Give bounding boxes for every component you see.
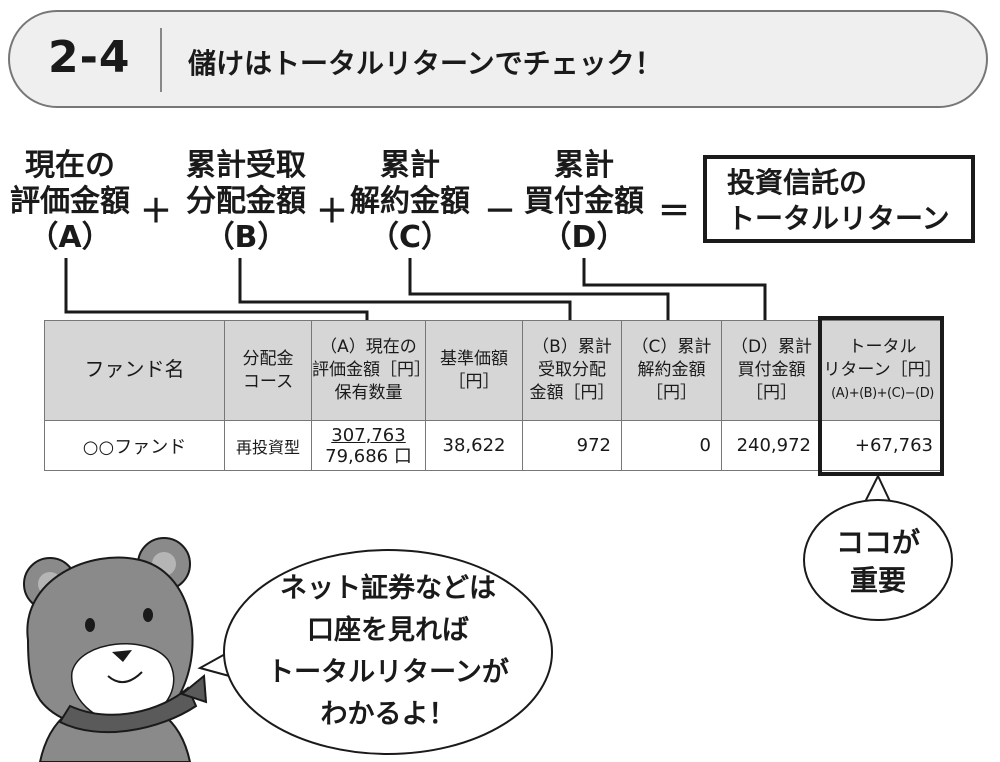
cell-total-return: +67,763: [821, 420, 944, 471]
term-b-line2: 分配金額: [186, 184, 306, 219]
result-line1: 投資信託の: [727, 166, 868, 199]
term-b: 累計受取 分配金額 （B）: [176, 148, 316, 256]
operator-plus-1: ＋: [140, 192, 173, 230]
connector-c: [408, 258, 670, 332]
section-header: 2-4 儲けはトータルリターンでチェック！: [8, 10, 988, 108]
header-cum-redemptions: （C）累計解約金額［円］: [621, 320, 722, 421]
header-base-price: 基準価額［円］: [425, 320, 523, 421]
operator-equals: ＝: [658, 192, 691, 230]
header-total-return: トータルリターン［円］ (A)+(B)+(C)−(D): [821, 320, 944, 421]
total-return-highlight: [818, 316, 944, 476]
connector-b: [238, 258, 572, 332]
term-d-line1: 累計: [554, 148, 614, 183]
callout-text: ココが 重要: [806, 524, 950, 600]
callout-line1: ココが: [835, 526, 920, 559]
section-number: 2-4: [48, 32, 131, 83]
cell-cum-redemptions: 0: [621, 420, 722, 471]
term-b-line1: 累計受取: [186, 148, 306, 183]
term-c-line1: 累計: [380, 148, 440, 183]
term-d-line2: 買付金額: [524, 184, 644, 219]
term-c-letter: （C）: [368, 220, 452, 255]
section-title: 儲けはトータルリターンでチェック！: [188, 47, 663, 80]
header-cum-dividends: （B）累計受取分配金額［円］: [522, 320, 622, 421]
cell-cum-dividends: 972: [522, 420, 622, 471]
term-c-line2: 解約金額: [350, 184, 470, 219]
header-course: 分配金コース: [224, 320, 312, 421]
table-row: ○○ファンド 再投資型 307,763 79,686 口 38,622 972 …: [44, 420, 944, 471]
speech-line4: わかるよ！: [320, 699, 456, 730]
cell-fund-name: ○○ファンド: [44, 420, 225, 471]
operator-plus-2: ＋: [316, 192, 349, 230]
result-box: 投資信託の トータルリターン: [703, 155, 975, 243]
connector-d: [582, 258, 767, 332]
term-d: 累計 買付金額 （D）: [514, 148, 654, 256]
term-a-line1: 現在の: [25, 148, 115, 183]
term-d-letter: （D）: [541, 220, 627, 255]
term-a: 現在の 評価金額 （A）: [0, 148, 140, 256]
term-b-letter: （B）: [204, 220, 288, 255]
header-fund-name: ファンド名: [44, 320, 225, 421]
fund-table: ファンド名 分配金コース （A）現在の評価金額［円］保有数量 基準価額［円］ （…: [44, 320, 944, 471]
cell-base-price: 38,622: [425, 420, 523, 471]
callout-line2: 重要: [849, 564, 906, 597]
speech-text: ネット証券などは 口座を見れば トータルリターンが わかるよ！: [226, 568, 550, 736]
speech-line2: 口座を見れば: [307, 615, 469, 646]
holdings-value: 79,686 口: [325, 445, 412, 467]
speech-line1: ネット証券などは: [280, 573, 496, 604]
cell-course: 再投資型: [224, 420, 312, 471]
result-line2: トータルリターン: [727, 202, 950, 235]
header-eval-amount: （A）現在の評価金額［円］保有数量: [311, 320, 431, 421]
term-a-letter: （A）: [28, 220, 112, 255]
table-header-row: ファンド名 分配金コース （A）現在の評価金額［円］保有数量 基準価額［円］ （…: [44, 320, 944, 421]
speech-line3: トータルリターンが: [267, 657, 509, 688]
operator-minus: －: [484, 192, 517, 230]
header-divider: [160, 28, 162, 92]
term-a-line2: 評価金額: [10, 184, 130, 219]
term-c: 累計 解約金額 （C）: [340, 148, 480, 256]
cell-eval-amount: 307,763 79,686 口: [311, 420, 426, 471]
cell-cum-purchases: 240,972: [721, 420, 822, 471]
eval-amount-value: 307,763: [331, 424, 406, 446]
